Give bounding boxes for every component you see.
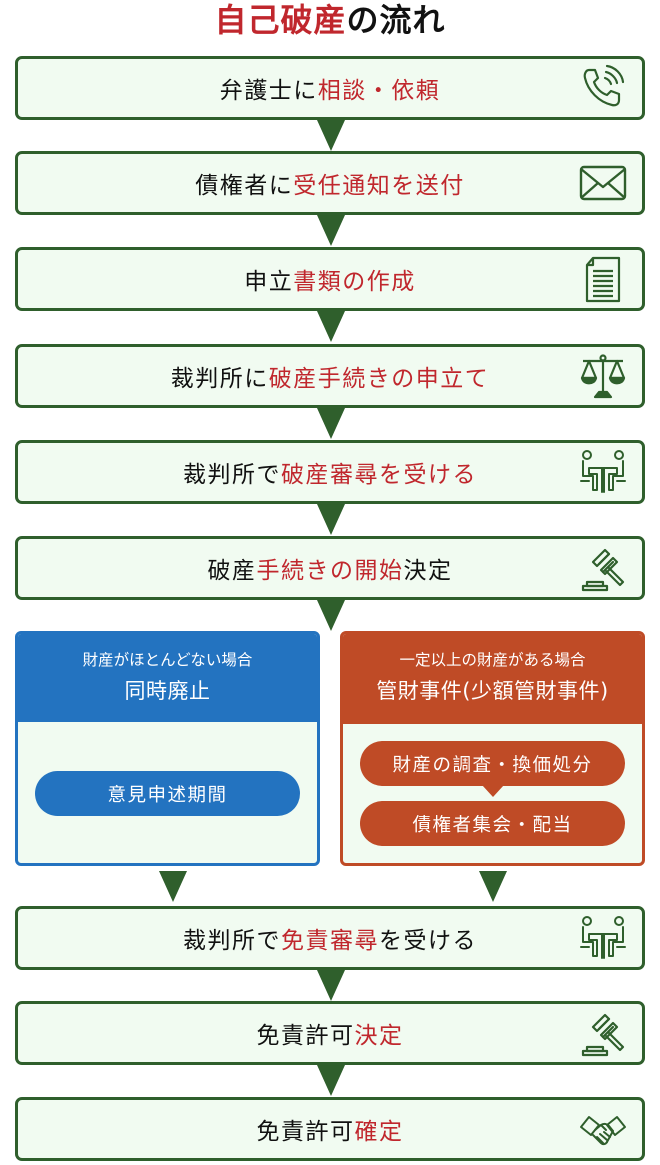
branch-step-pill: 財産の調査・換価処分 (360, 741, 625, 786)
step-text: を受ける (379, 928, 477, 954)
flow-arrow (317, 970, 345, 1001)
branch-condition: 財産がほとんどない場合 (82, 651, 253, 669)
flow-arrow (317, 504, 345, 535)
title-rest: の流れ (346, 1, 446, 39)
branch-trustee-case: 一定以上の財産がある場合 管財事件(少額管財事件) 財産の調査・換価処分 債権者… (340, 631, 645, 866)
branch-condition: 一定以上の財産がある場合 (399, 651, 586, 669)
step-text: 債権者に (195, 173, 294, 199)
branch-summary-discontinuance: 財産がほとんどない場合 同時廃止 意見申述期間 (15, 631, 320, 866)
branch-step-pill: 意見申述期間 (35, 771, 300, 816)
step-label: 裁判所で免責審尋を受ける (18, 909, 642, 967)
step-text-highlight: 破産審尋を受ける (281, 462, 477, 488)
envelope-icon (578, 158, 628, 208)
step-label: 弁護士に相談・依頼 (18, 59, 642, 117)
step-text: 申立 (244, 269, 294, 295)
step-text: 裁判所に (170, 366, 269, 392)
step-text-highlight: 書類の作成 (293, 269, 416, 295)
branch-step-pill: 債権者集会・配当 (360, 801, 625, 846)
step-label: 免責許可確定 (18, 1100, 642, 1158)
step-discharge-decision: 免責許可決定 (15, 1001, 645, 1065)
step-prepare-documents: 申立書類の作成 (15, 247, 645, 311)
branch-type: 同時廃止 (124, 679, 211, 703)
step-text: 免責許可 (256, 1023, 355, 1049)
meeting-icon (578, 447, 628, 497)
phone-icon (578, 63, 628, 113)
step-text-highlight: 決定 (354, 1023, 404, 1049)
flow-arrow (317, 120, 345, 151)
flow-arrow (317, 1065, 345, 1096)
branch-type: 管財事件(少額管財事件) (376, 679, 609, 703)
branch-header: 一定以上の財産がある場合 管財事件(少額管財事件) (343, 634, 642, 724)
step-label: 免責許可決定 (18, 1004, 642, 1062)
step-label: 裁判所に破産手続きの申立て (18, 347, 642, 405)
step-text-highlight: 手続きの開始 (256, 558, 404, 584)
flow-arrow (317, 215, 345, 246)
step-file-bankruptcy: 裁判所に破産手続きの申立て (15, 344, 645, 408)
meeting-icon (578, 913, 628, 963)
step-text-highlight: 確定 (354, 1119, 404, 1145)
step-text: 破産 (207, 558, 257, 584)
step-text: 弁護士に (219, 78, 318, 104)
step-label: 裁判所で破産審尋を受ける (18, 443, 642, 501)
branch-header: 財産がほとんどない場合 同時廃止 (18, 634, 317, 722)
flow-arrow (159, 871, 187, 902)
pill-connector-arrow (482, 785, 504, 797)
step-discharge-finalized: 免責許可確定 (15, 1097, 645, 1161)
step-label: 債権者に受任通知を送付 (18, 154, 642, 212)
document-icon (578, 254, 628, 304)
step-text-highlight: 免責審尋 (281, 928, 379, 954)
flow-arrow (479, 871, 507, 902)
step-discharge-hearing: 裁判所で免責審尋を受ける (15, 906, 645, 970)
flow-arrow (317, 311, 345, 342)
title-highlight: 自己破産 (214, 1, 347, 39)
step-send-notice: 債権者に受任通知を送付 (15, 151, 645, 215)
step-text-highlight: 受任通知を送付 (293, 173, 465, 199)
gavel-icon (578, 1008, 628, 1058)
step-label: 破産手続きの開始決定 (18, 539, 642, 597)
handshake-icon (578, 1104, 628, 1154)
page-title: 自己破産の流れ (0, 0, 660, 40)
flow-arrow (317, 408, 345, 439)
step-commencement-decision: 破産手続きの開始決定 (15, 536, 645, 600)
step-text: 裁判所で (183, 928, 281, 954)
step-text-highlight: 相談・依頼 (317, 78, 441, 104)
step-bankruptcy-hearing: 裁判所で破産審尋を受ける (15, 440, 645, 504)
step-text-highlight: 破産手続きの申立て (268, 366, 490, 392)
step-text: 決定 (403, 558, 453, 584)
step-text: 免責許可 (256, 1119, 355, 1145)
step-label: 申立書類の作成 (18, 250, 642, 308)
step-consult-lawyer: 弁護士に相談・依頼 (15, 56, 645, 120)
flow-arrow (317, 600, 345, 631)
gavel-icon (578, 543, 628, 593)
scales-icon (578, 351, 628, 401)
step-text: 裁判所で (183, 462, 281, 488)
